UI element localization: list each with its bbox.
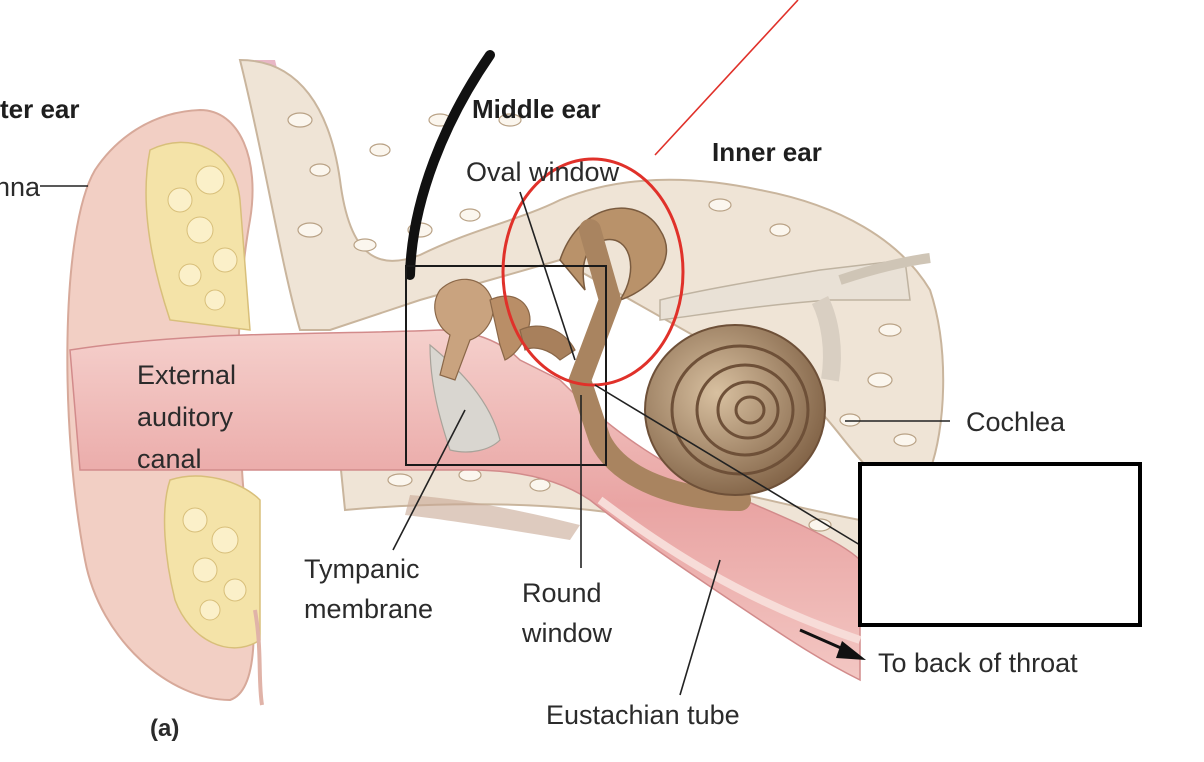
- oval-window-label: Oval window: [466, 157, 620, 187]
- answer-box[interactable]: [858, 462, 1142, 627]
- external-canal-label-line3: canal: [137, 444, 202, 474]
- external-canal-label-line2: auditory: [137, 402, 234, 432]
- oval-window-highlight-ellipse: [501, 157, 685, 387]
- inner-ear-header: Inner ear: [712, 137, 822, 167]
- cochlea-label: Cochlea: [966, 407, 1066, 437]
- to-throat-label: To back of throat: [878, 648, 1078, 678]
- inner-ear-illustration: [559, 207, 931, 511]
- leader-lines: [40, 185, 950, 696]
- eustachian-tube-label: Eustachian tube: [546, 700, 740, 730]
- round-window-label-line2: window: [521, 618, 613, 648]
- highlight-pointer-line: [654, 0, 799, 156]
- ossicles-illustration: [434, 278, 576, 381]
- tympanic-membrane-label-line2: membrane: [304, 594, 433, 624]
- outer-ear-header: ter ear: [0, 94, 80, 124]
- pinna-label: nna: [0, 172, 41, 202]
- middle-ear-header: Middle ear: [472, 94, 601, 124]
- panel-label: (a): [150, 715, 179, 742]
- throat-arrow: [799, 628, 866, 660]
- external-canal-label-line1: External: [137, 360, 236, 390]
- overlay-curve: [405, 50, 495, 280]
- round-window-label-line1: Round: [522, 578, 602, 608]
- tympanic-membrane-label-line1: Tympanic: [304, 554, 420, 584]
- middle-ear-frame: [405, 265, 607, 466]
